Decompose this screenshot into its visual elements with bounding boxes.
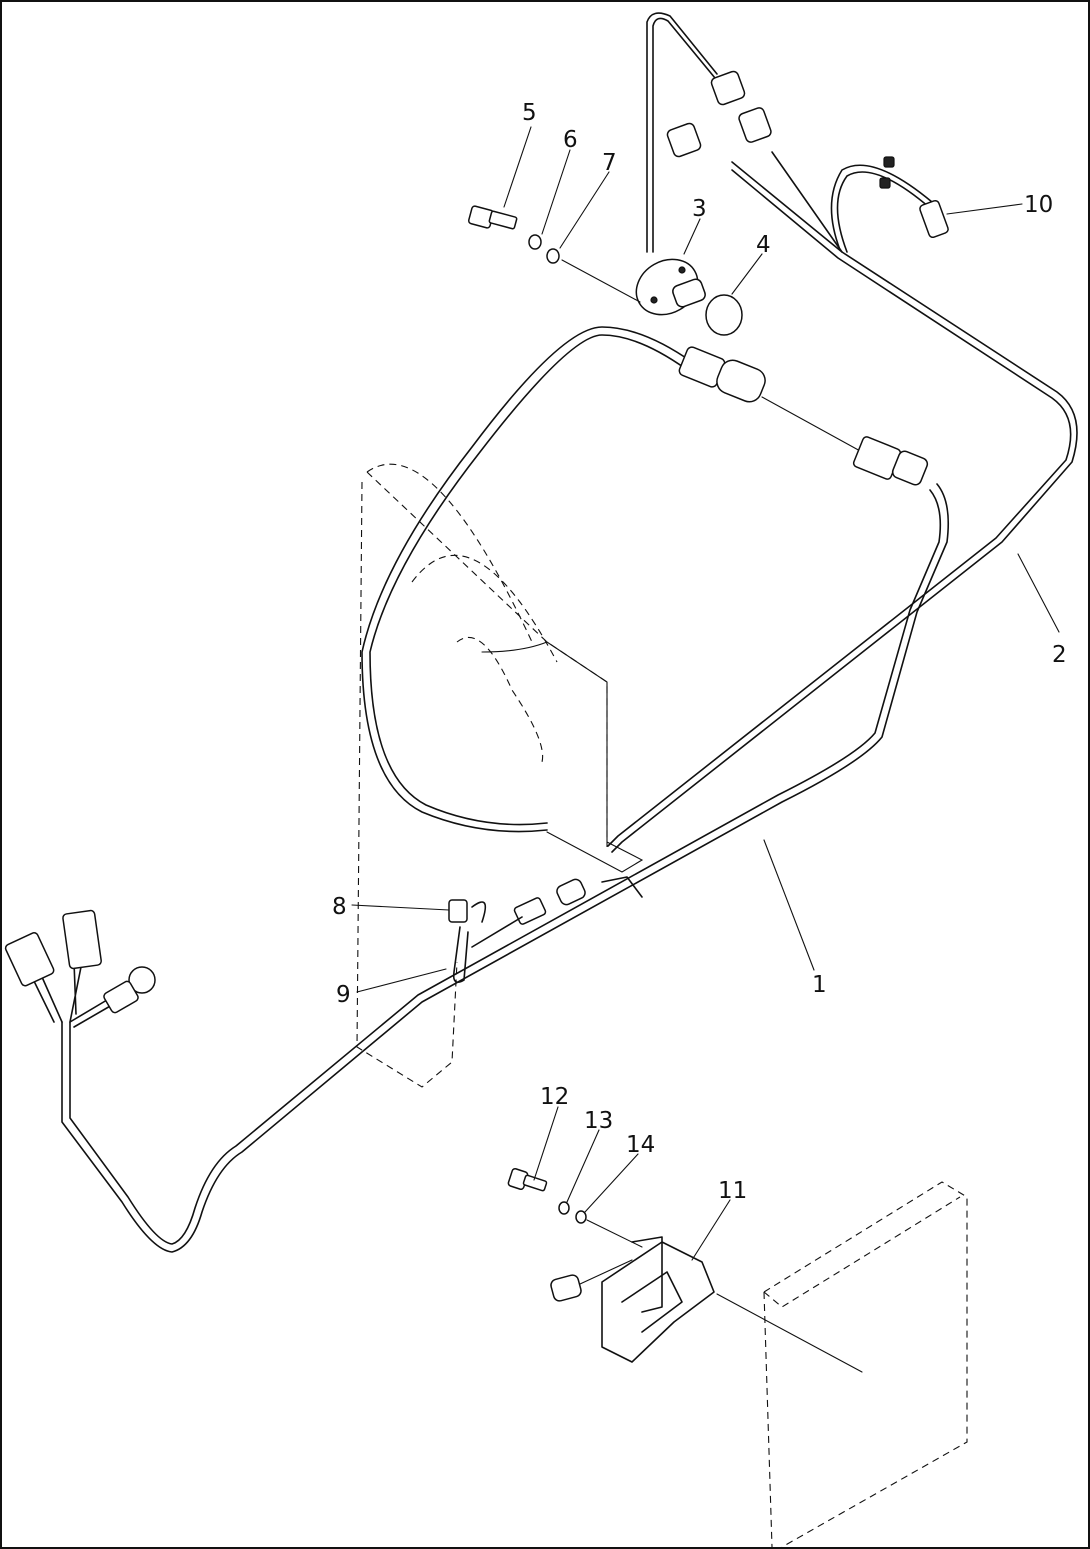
receptacle-connector — [852, 436, 929, 486]
bolt-part-5 — [467, 205, 518, 230]
callout-13: 13 — [584, 1108, 613, 1134]
callout-leaders — [351, 126, 1060, 1261]
callout-7: 7 — [602, 150, 617, 176]
harness-1 — [31, 326, 950, 1253]
callout-10: 10 — [1024, 192, 1053, 218]
sensor-part-10 — [919, 199, 1023, 239]
left-connector-cluster — [4, 909, 156, 1014]
mounting-plate — [763, 1181, 968, 1547]
washer-part-7 — [546, 248, 560, 264]
callout-5: 5 — [522, 100, 537, 126]
plug-connector — [678, 346, 766, 403]
harness-2 — [607, 12, 1078, 853]
callout-14: 14 — [626, 1132, 655, 1158]
callout-3: 3 — [692, 196, 707, 222]
housing-body — [356, 463, 644, 1088]
small-connectors-center — [471, 876, 643, 948]
assembly-leader — [561, 259, 641, 303]
clamp-part-9 — [452, 926, 469, 983]
connector-leader — [761, 396, 863, 453]
callout-4: 4 — [756, 232, 771, 258]
callout-6: 6 — [563, 127, 578, 153]
upper-connectors — [666, 70, 895, 189]
callout-12: 12 — [540, 1084, 569, 1110]
flange-part-3 — [635, 258, 706, 316]
callout-2: 2 — [1052, 642, 1067, 668]
o-ring-part-4 — [705, 294, 743, 336]
bracket-part-11 — [550, 1236, 863, 1373]
bolt-part-12 — [507, 1167, 548, 1192]
callout-8: 8 — [332, 894, 347, 920]
callout-11: 11 — [718, 1178, 747, 1204]
callout-1: 1 — [812, 972, 827, 998]
washer-part-14 — [575, 1210, 587, 1224]
clip-part-8 — [448, 899, 487, 923]
washer-part-6 — [528, 234, 542, 250]
washer-part-13 — [558, 1201, 570, 1215]
callout-labels: 5 6 7 3 4 10 2 1 8 9 12 13 14 11 — [332, 100, 1067, 1204]
callout-9: 9 — [336, 982, 351, 1008]
